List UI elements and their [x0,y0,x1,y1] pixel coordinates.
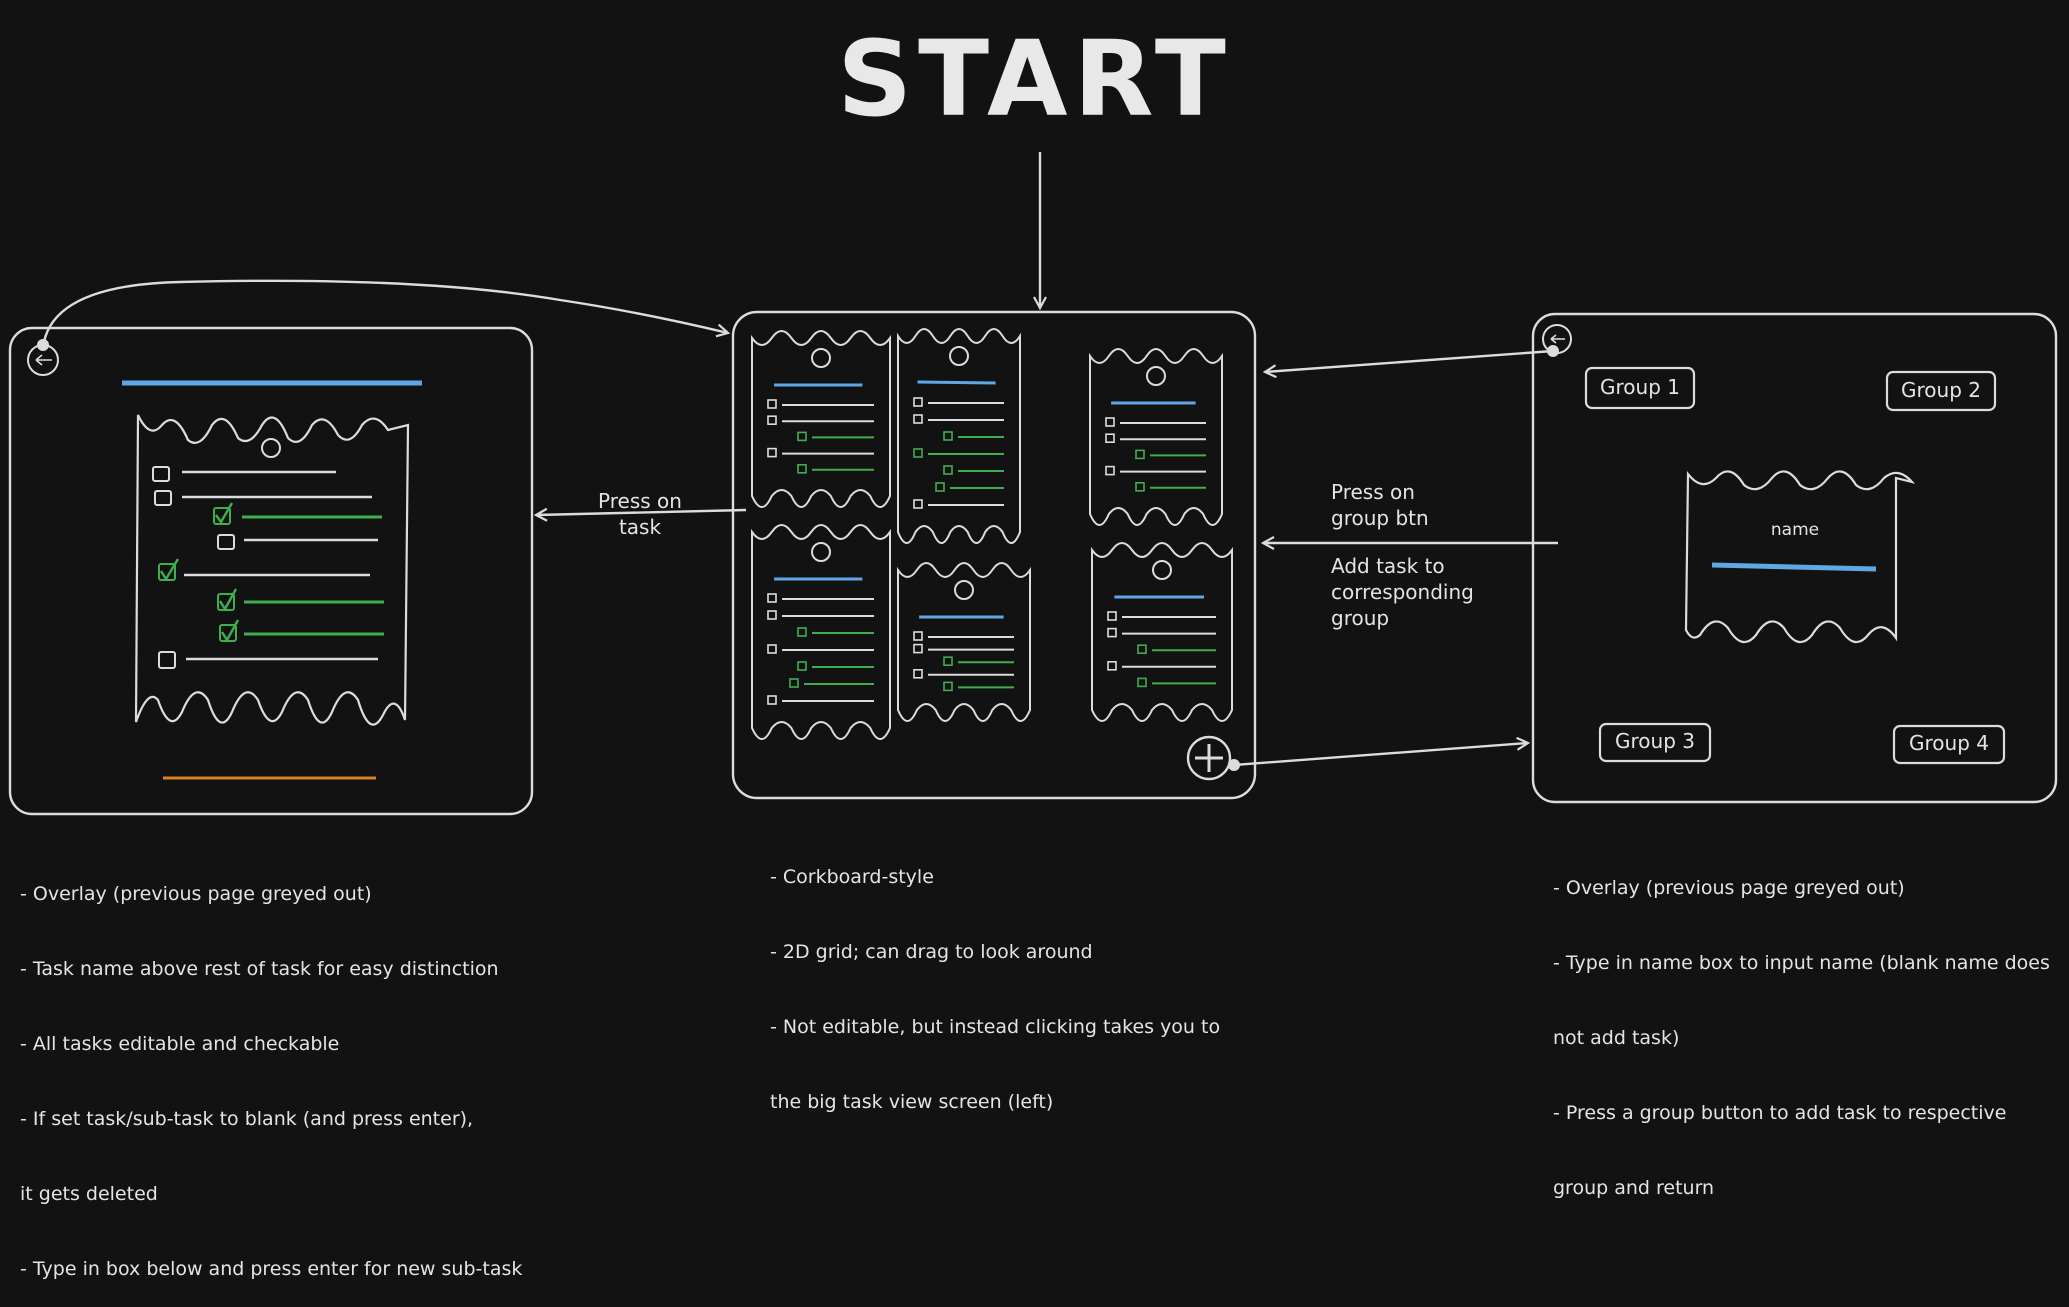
name-note [1684,470,1916,644]
task-view-panel [8,326,534,816]
name-field-label: name [1770,520,1820,540]
group-1-button[interactable]: Group 1 [1600,375,1680,399]
task-card-pin [1146,366,1166,386]
task-card-checkbox [943,681,953,692]
task-card-checkbox [797,463,807,474]
task-card-checkbox [1135,449,1145,460]
task-card-checkbox [767,610,777,620]
corkboard-notes: - Corkboard-style - 2D grid; can drag to… [770,866,1221,1113]
task-card-checkbox [767,695,777,705]
task-card-checkbox [1137,677,1147,688]
task-card[interactable] [1091,542,1233,722]
task-card-checkbox [797,627,807,637]
task-card-checkbox [1105,433,1115,444]
task-card-checkbox [913,643,923,654]
task-card-checkbox [1135,481,1145,492]
task-card-outline [897,328,1021,544]
diagram-canvas [8,152,2058,816]
task-card-pin [954,580,974,600]
corkboard-panel [731,310,1257,800]
add-task-icon [1186,735,1232,781]
task-card-checkbox [1107,627,1117,638]
task-card-checkbox [913,448,923,458]
task-card[interactable] [897,562,1031,722]
task-card-checkbox [1107,611,1117,621]
task-card-pin [811,542,831,562]
add-task-to-group-label: Add task to corresponding group [1331,554,1474,630]
task-card-checkbox [913,668,923,679]
task-card-checkbox [1105,417,1115,427]
group-3-button[interactable]: Group 3 [1615,729,1695,753]
task-card-pin [1152,560,1172,580]
task-card-checkbox [767,447,777,458]
task-card-checkbox [943,656,953,667]
task-card-pin [811,348,831,368]
task-card-checkbox [913,414,923,424]
task-card-pin [949,346,969,366]
task-card-checkbox [935,482,945,492]
task-card-checkbox [913,397,923,407]
task-card-checkbox [1137,644,1147,655]
task-card-outline [897,562,1031,722]
task-card[interactable] [751,524,891,740]
task-card-checkbox [1107,660,1117,671]
group-2-button[interactable]: Group 2 [1901,378,1981,402]
task-card-checkbox [943,431,953,441]
task-card[interactable] [897,328,1021,544]
back-arrow [41,279,728,349]
task-card-checkbox [767,644,777,654]
task-card-checkbox [789,678,799,688]
task-card-checkbox [767,415,777,426]
task-card-checkbox [913,631,923,641]
task-card-checkbox [767,399,777,409]
add-task-notes: - Overlay (previous page greyed out) - T… [1553,877,2050,1199]
task-card-outline [751,524,891,740]
task-view-arrow [536,510,747,515]
task-card-checkbox [913,499,923,509]
task-card-checkbox [797,661,807,671]
group-4-button[interactable]: Group 4 [1909,731,1989,755]
return-arrow [1265,349,1554,372]
add-arrow [1233,743,1528,767]
task-card-checkbox [1105,465,1115,476]
task-card-outline [1091,542,1233,722]
name-input-line [1711,562,1877,572]
task-card-checkbox [943,465,953,475]
task-view-notes: - Overlay (previous page greyed out) - T… [20,883,523,1280]
page-title: START [837,18,1232,140]
task-card-checkbox [797,431,807,442]
task-card-checkbox [767,593,777,603]
task-card-outline [751,330,891,508]
task-card-outline [1089,348,1223,526]
add-task-panel [1531,312,2058,804]
task-card-title [917,380,996,385]
task-card[interactable] [751,330,891,508]
task-card[interactable] [1089,348,1223,526]
task-note [134,414,410,726]
press-on-group-label: Press on group btn [1331,480,1429,530]
press-on-task-label: Press on task [598,489,682,539]
